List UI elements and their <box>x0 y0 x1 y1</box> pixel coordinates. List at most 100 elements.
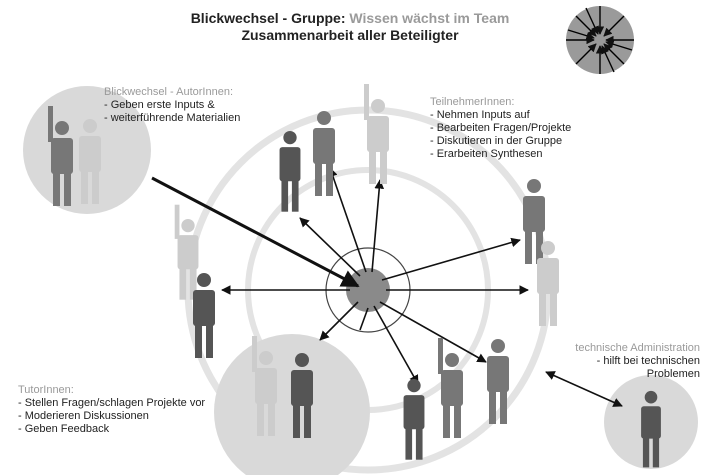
person-raised-arm <box>438 338 443 374</box>
person-body <box>441 370 463 406</box>
person-figure <box>279 130 301 212</box>
person-leg <box>64 172 71 206</box>
connection-arrows <box>151 167 623 407</box>
convergence-icon <box>566 6 634 74</box>
person-figure <box>174 204 199 300</box>
person-leg <box>642 436 650 468</box>
person-leg <box>179 267 187 300</box>
admin-label: technische Administration - hilft bei te… <box>575 342 700 380</box>
person-body <box>193 290 215 326</box>
diagram-title: Blickwechsel - Gruppe: Wissen wächst im … <box>140 10 560 44</box>
person-figure <box>291 353 313 438</box>
person-leg <box>369 150 376 184</box>
person-head <box>407 378 421 393</box>
person-head <box>371 99 385 113</box>
person-figure <box>193 273 215 358</box>
person-figure <box>523 179 545 264</box>
person-body <box>537 258 559 294</box>
person-body <box>403 395 425 430</box>
person-figure <box>364 84 389 184</box>
person-body <box>177 235 199 270</box>
arrow-up2 <box>371 179 385 273</box>
arrow-downleft <box>319 301 359 341</box>
admin-arrow <box>545 371 623 407</box>
person-leg <box>536 230 543 264</box>
person-leg <box>291 179 299 212</box>
central-hub <box>346 268 390 312</box>
person-leg <box>489 390 496 424</box>
person-leg <box>268 402 275 436</box>
person-body <box>313 128 335 164</box>
person-head <box>491 339 505 353</box>
person-leg <box>189 267 197 300</box>
person-leg <box>281 179 289 212</box>
person-leg <box>380 150 387 184</box>
person-head <box>527 179 541 193</box>
person-head <box>83 119 97 133</box>
person-body <box>255 368 277 404</box>
person-raised-arm <box>48 106 53 142</box>
person-leg <box>454 404 461 438</box>
person-leg <box>315 162 322 196</box>
person-figure <box>252 336 277 436</box>
person-leg <box>525 230 532 264</box>
authors-label: Blickwechsel - AutorInnen: - Geben erste… <box>104 86 241 124</box>
person-leg <box>304 404 311 438</box>
person-body <box>51 138 73 174</box>
person-leg <box>206 324 213 358</box>
person-leg <box>293 404 300 438</box>
person-figure <box>641 390 661 468</box>
person-head <box>259 351 273 365</box>
diagram-subtitle: Zusammenarbeit aller Beteiligter <box>241 27 459 43</box>
person-head <box>644 390 658 404</box>
person-body <box>279 147 301 182</box>
person-head <box>295 353 309 367</box>
author-arrow <box>151 176 360 288</box>
arrow-right-down <box>379 301 487 363</box>
person-figure <box>438 338 463 438</box>
person-leg <box>550 292 557 326</box>
people-figures <box>48 84 661 468</box>
person-head <box>283 130 297 145</box>
arrow-down <box>373 305 419 385</box>
person-figure <box>537 241 559 326</box>
person-leg <box>257 402 264 436</box>
person-leg <box>81 170 88 204</box>
person-leg <box>443 404 450 438</box>
person-leg <box>195 324 202 358</box>
person-head <box>317 111 331 125</box>
person-figure <box>487 339 509 424</box>
person-raised-arm <box>174 204 180 239</box>
person-leg <box>539 292 546 326</box>
person-body <box>641 406 661 439</box>
person-head <box>181 218 195 233</box>
arrow-right-up <box>381 237 521 281</box>
person-head <box>541 241 555 255</box>
person-head <box>197 273 211 287</box>
tutors-label: TutorInnen: - Stellen Fragen/schlagen Pr… <box>18 384 206 435</box>
person-body <box>523 196 545 232</box>
person-head <box>445 353 459 367</box>
arrow-short <box>359 307 369 331</box>
arrow-upleft <box>299 217 361 277</box>
person-figure <box>403 378 425 460</box>
person-body <box>367 116 389 152</box>
arrow-up <box>328 167 367 273</box>
person-leg <box>405 427 413 460</box>
person-figure <box>48 106 73 206</box>
person-body <box>291 370 313 406</box>
person-raised-arm <box>252 336 257 372</box>
person-head <box>55 121 69 135</box>
person-leg <box>500 390 507 424</box>
person-body <box>487 356 509 392</box>
participants-label: TeilnehmerInnen: - Nehmen Inputs auf - B… <box>430 96 572 160</box>
person-figure <box>79 119 101 204</box>
person-leg <box>92 170 99 204</box>
person-body <box>79 136 101 172</box>
person-figure <box>313 111 335 196</box>
person-leg <box>53 172 60 206</box>
person-leg <box>652 436 660 468</box>
person-raised-arm <box>364 84 369 120</box>
person-leg <box>326 162 333 196</box>
